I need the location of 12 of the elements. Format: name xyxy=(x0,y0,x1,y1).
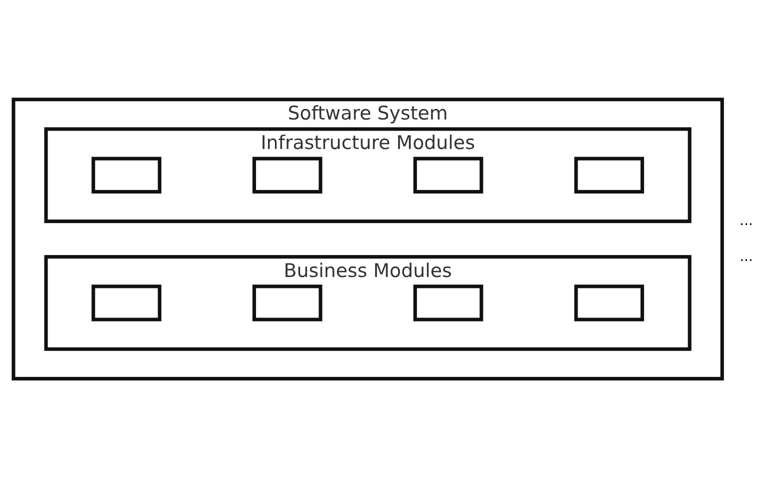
cluster: Infrastructure Modules xyxy=(44,127,692,224)
node-box xyxy=(92,156,162,194)
ellipsis-text: ... xyxy=(740,249,753,265)
node-box xyxy=(413,156,484,194)
node-box xyxy=(92,284,162,322)
node-box xyxy=(252,284,322,322)
cluster: Business Modules xyxy=(44,254,692,351)
node-box xyxy=(574,284,644,322)
node-box xyxy=(252,156,322,194)
ellipsis-text: ... xyxy=(740,213,753,229)
node-box xyxy=(574,156,644,194)
node-box xyxy=(413,284,484,322)
